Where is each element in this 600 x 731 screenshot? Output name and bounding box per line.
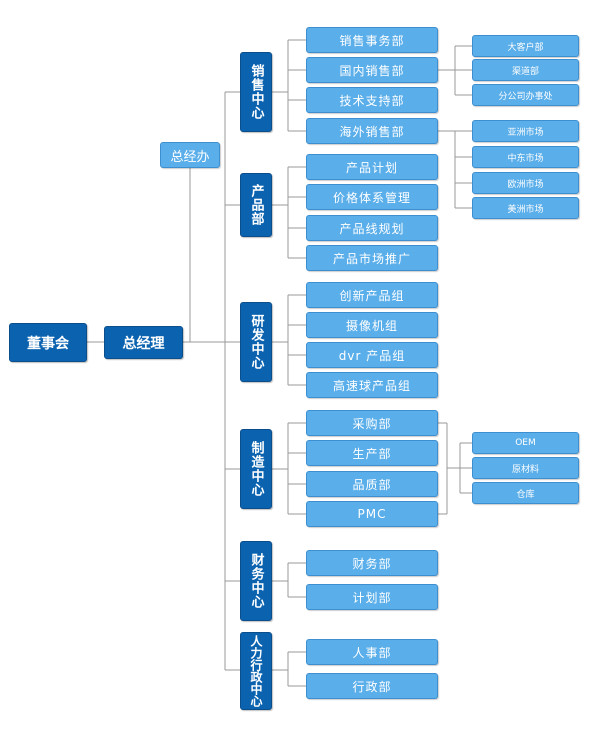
unit-box: 渠道部	[472, 59, 579, 81]
dept-box: PMC	[306, 501, 438, 527]
center-hr-admin: 人力行政中心	[240, 632, 272, 710]
dept-box: 采购部	[306, 410, 438, 436]
center-rnd: 研发中心	[240, 302, 272, 382]
dept-box: 价格体系管理	[306, 184, 438, 210]
dept-box: 行政部	[306, 673, 438, 699]
dept-box: 产品计划	[306, 154, 438, 180]
center-finance: 财务中心	[240, 541, 272, 621]
center-manufacturing: 制造中心	[240, 429, 272, 509]
dept-box: 产品线规划	[306, 215, 438, 241]
dept-box: 摄像机组	[306, 312, 438, 338]
general-manager-box: 总经理	[104, 326, 183, 359]
dept-box: 产品市场推广	[306, 245, 438, 271]
dept-box: 销售事务部	[306, 27, 438, 53]
dept-box: 计划部	[306, 584, 438, 610]
unit-box: 美洲市场	[472, 197, 579, 219]
dept-box: 创新产品组	[306, 282, 438, 308]
general-office-box: 总经办	[160, 142, 220, 168]
board-box: 董事会	[9, 323, 87, 362]
dept-box: 海外销售部	[306, 118, 438, 144]
dept-box: 财务部	[306, 550, 438, 576]
unit-box: 分公司办事处	[472, 84, 579, 106]
dept-box: dvr 产品组	[306, 342, 438, 368]
unit-box: OEM	[472, 432, 579, 454]
unit-box: 亚洲市场	[472, 120, 579, 142]
unit-box: 大客户部	[472, 35, 579, 57]
dept-box: 人事部	[306, 639, 438, 665]
dept-box: 品质部	[306, 471, 438, 497]
dept-box: 国内销售部	[306, 57, 438, 83]
center-sales: 销售中心	[240, 52, 272, 132]
center-product: 产品部	[240, 173, 272, 237]
unit-box: 原材料	[472, 457, 579, 479]
dept-box: 生产部	[306, 440, 438, 466]
unit-box: 仓库	[472, 482, 579, 504]
unit-box: 中东市场	[472, 146, 579, 168]
unit-box: 欧洲市场	[472, 172, 579, 194]
dept-box: 技术支持部	[306, 87, 438, 113]
dept-box: 高速球产品组	[306, 372, 438, 398]
